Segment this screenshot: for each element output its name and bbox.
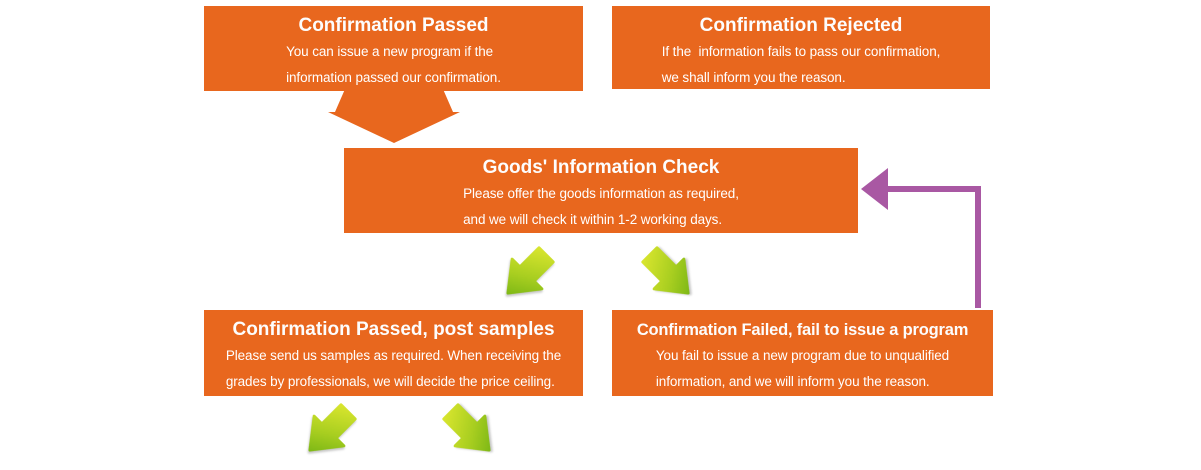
down-right-arrow-icon	[433, 394, 507, 468]
node-confirmation-passed-post-samples: Confirmation Passed, post samples Please…	[204, 310, 583, 396]
connector-vertical-line	[975, 186, 981, 308]
down-left-arrow-icon	[292, 394, 366, 468]
node-confirmation-passed: Confirmation Passed You can issue a new …	[204, 6, 583, 91]
node-title: Confirmation Passed, post samples	[232, 319, 555, 340]
node-body: You can issue a new program if the infor…	[286, 44, 501, 85]
down-right-arrow-icon	[632, 237, 706, 311]
node-title: Goods' Information Check	[482, 157, 720, 178]
connector-horizontal-line	[886, 186, 981, 192]
node-title: Confirmation Failed, fail to issue a pro…	[636, 321, 969, 339]
node-goods-information-check: Goods' Information Check Please offer th…	[344, 148, 858, 233]
left-arrowhead-icon	[861, 168, 888, 210]
node-confirmation-rejected: Confirmation Rejected If the information…	[612, 6, 990, 89]
node-body: Please offer the goods information as re…	[463, 186, 739, 227]
node-body: Please send us samples as required. When…	[225, 348, 562, 389]
node-title: Confirmation Rejected	[699, 15, 903, 36]
down-arrow-icon	[328, 89, 460, 143]
node-title: Confirmation Passed	[298, 15, 489, 36]
node-body: You fail to issue a new program due to u…	[655, 348, 950, 389]
down-left-arrow-icon	[490, 237, 564, 311]
node-body: If the information fails to pass our con…	[661, 44, 941, 85]
node-confirmation-failed: Confirmation Failed, fail to issue a pro…	[612, 310, 993, 396]
